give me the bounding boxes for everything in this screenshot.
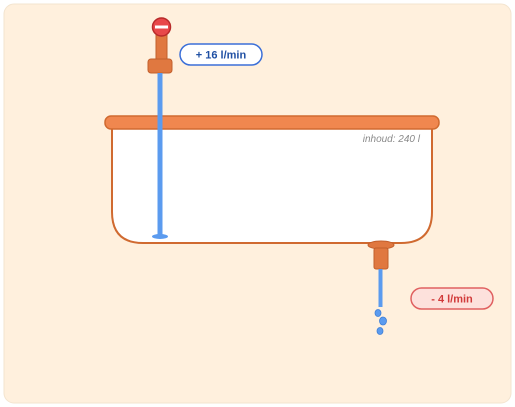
water-drop bbox=[374, 309, 382, 317]
outflow-label-box bbox=[410, 287, 494, 310]
inflow-label-box bbox=[179, 43, 263, 66]
tank: inhoud: 240 l bbox=[104, 115, 440, 244]
water-drop bbox=[376, 327, 384, 335]
faucet-icon[interactable] bbox=[147, 17, 173, 239]
inflow-label: + 16 l/min bbox=[179, 43, 263, 66]
outflow-water-stream bbox=[378, 269, 383, 307]
tank-rim bbox=[104, 115, 440, 130]
outflow-label-text: - 4 l/min bbox=[431, 294, 473, 306]
faucet-spout bbox=[147, 58, 173, 74]
drain-pipe-icon[interactable] bbox=[367, 240, 395, 307]
water-drops-icon bbox=[374, 309, 387, 335]
faucet-handle-bar bbox=[155, 25, 168, 29]
drain-pipe bbox=[373, 247, 389, 270]
water-drop bbox=[379, 316, 387, 326]
inflow-water-stream bbox=[157, 73, 163, 235]
faucet-stem bbox=[155, 33, 168, 61]
outflow-label: - 4 l/min bbox=[410, 287, 494, 310]
tank-capacity-label: inhoud: 240 l bbox=[363, 134, 421, 145]
tank-body bbox=[111, 126, 433, 244]
inflow-label-text: + 16 l/min bbox=[196, 50, 247, 62]
inflow-water-splash bbox=[152, 234, 168, 239]
